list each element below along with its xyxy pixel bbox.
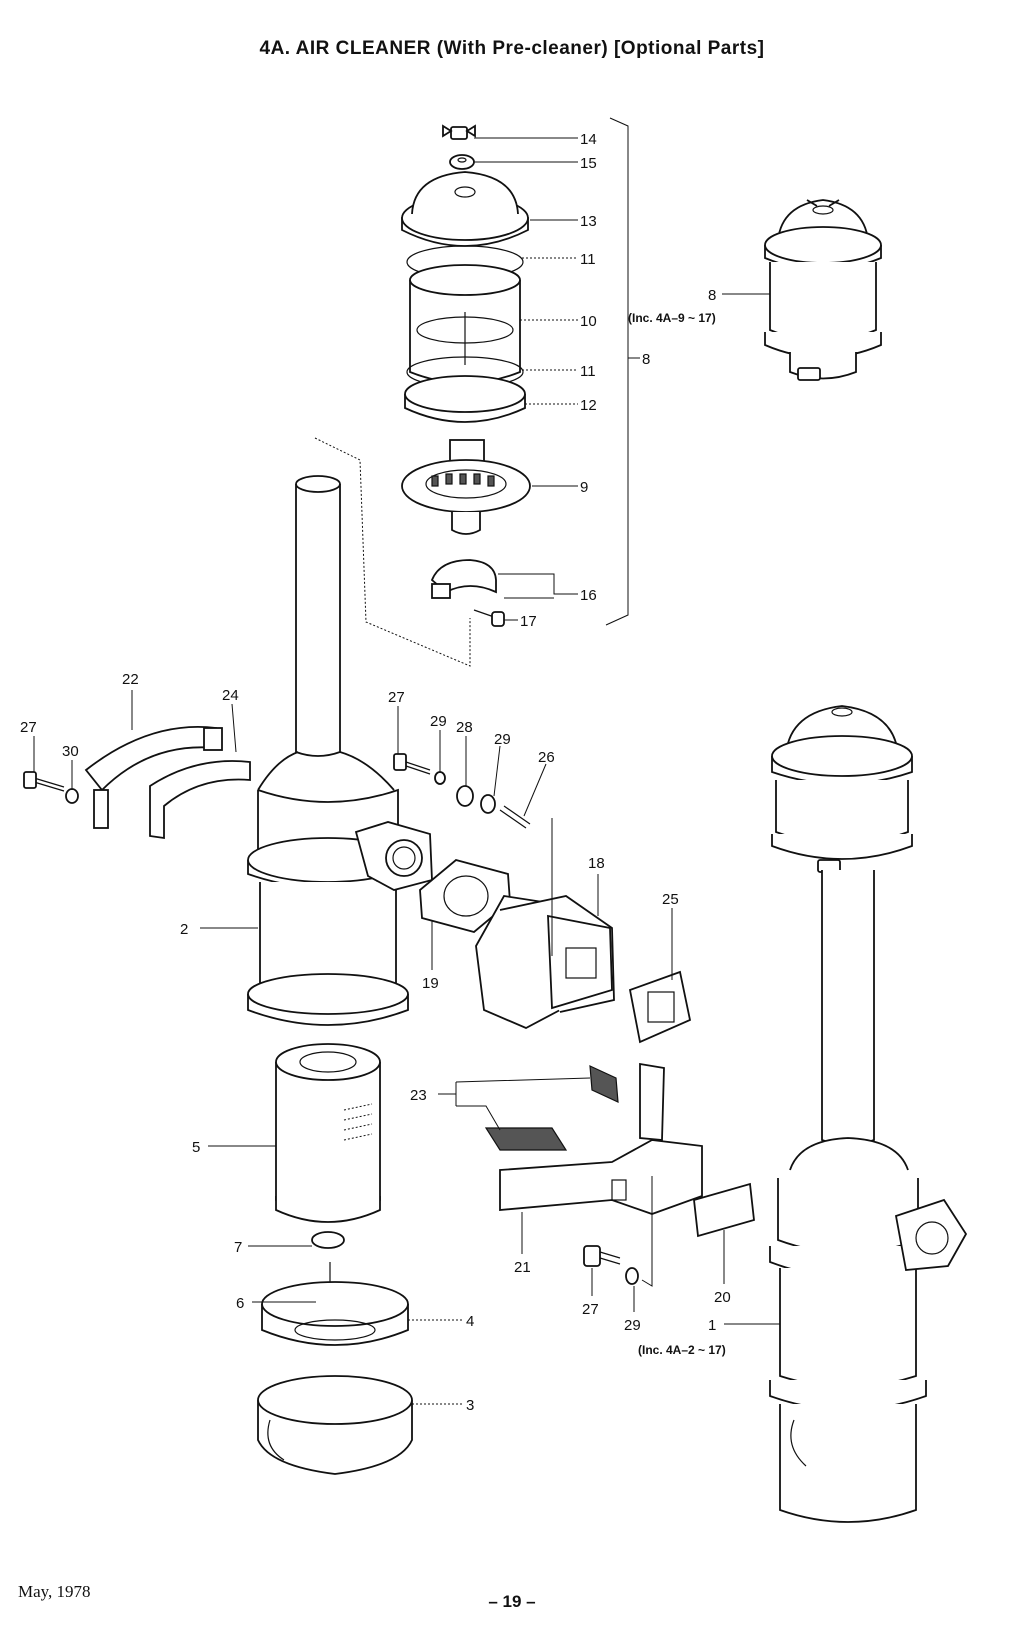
callout-7: 7 (234, 1239, 242, 1256)
part-band-24 (149, 760, 251, 840)
part-bolt-27-top (393, 753, 431, 775)
callout-29-c: 29 (624, 1317, 641, 1334)
part-washer-29-c (625, 1267, 639, 1285)
callout-17: 17 (520, 613, 537, 630)
callout-13: 13 (580, 213, 597, 230)
air-cleaner-assembled (769, 705, 968, 1523)
callout-3: 3 (466, 1397, 474, 1414)
part-washer-29-b (480, 794, 496, 814)
part-plate-20 (693, 1182, 755, 1238)
callout-28: 28 (456, 719, 473, 736)
callout-labels: 14 15 13 11 10 11 12 9 16 17 8 8 (Inc. 4… (20, 131, 731, 1414)
part-pad-23-a (589, 1065, 619, 1103)
callout-6: 6 (236, 1295, 244, 1312)
part-bolt-27-left (23, 771, 65, 792)
part-nut-28 (456, 785, 474, 807)
part-elbow-18 (475, 895, 615, 1029)
callout-30: 30 (62, 743, 79, 760)
callout-26: 26 (538, 749, 555, 766)
part-clamp-16 (430, 559, 497, 599)
part-pad-23-b (484, 1127, 568, 1151)
callout-5: 5 (192, 1139, 200, 1156)
callout-24: 24 (222, 687, 239, 704)
callout-16: 16 (580, 587, 597, 604)
callout-19: 19 (422, 975, 439, 992)
callout-2: 2 (180, 921, 188, 938)
leader-lines (33, 137, 780, 1405)
part-bolt-27-bottom (583, 1245, 621, 1267)
intake-parts (393, 753, 755, 1287)
callout-10: 10 (580, 313, 597, 330)
callout-27-a: 27 (20, 719, 37, 736)
part-stud-26 (499, 805, 531, 829)
callout-21: 21 (514, 1259, 531, 1276)
callout-8-b: 8 (708, 287, 716, 304)
air-cleaner-exploded (247, 437, 471, 1475)
pre-cleaner-exploded (401, 117, 629, 627)
callout-9: 9 (580, 479, 588, 496)
part-wing-nut-14 (442, 124, 476, 140)
note-pre-cleaner: (Inc. 4A–9 ~ 17) (628, 311, 716, 325)
part-lower-cup-3 (257, 1375, 413, 1475)
part-body-2 (247, 751, 433, 1026)
footer-date: May, 1978 (18, 1582, 91, 1601)
part-base-12 (404, 375, 526, 423)
callout-27-b: 27 (388, 689, 405, 706)
part-nut-30 (65, 788, 79, 804)
callout-23: 23 (410, 1087, 427, 1104)
part-gasket-25 (628, 970, 692, 1044)
note-air-cleaner: (Inc. 4A–2 ~ 17) (638, 1343, 726, 1357)
part-cap-13 (401, 171, 529, 247)
callout-20: 20 (714, 1289, 731, 1306)
pre-cleaner-assembled (764, 199, 882, 381)
callout-12: 12 (580, 397, 597, 414)
page-title: 4A. AIR CLEANER (With Pre-cleaner) [Opti… (259, 38, 765, 59)
part-bolt-17 (473, 609, 505, 627)
part-washer-29-a (434, 771, 446, 785)
callout-29-b: 29 (494, 731, 511, 748)
part-cup-4 (261, 1281, 409, 1346)
band-parts (23, 726, 251, 840)
part-fin-plate-9 (401, 439, 531, 535)
callout-18: 18 (588, 855, 605, 872)
bracket-8 (605, 117, 629, 626)
part-bowl-10 (409, 264, 521, 384)
callout-8-a: 8 (642, 351, 650, 368)
callout-11-a: 11 (580, 251, 596, 268)
callout-27-c: 27 (582, 1301, 599, 1318)
callout-22: 22 (122, 671, 139, 688)
callout-1: 1 (708, 1317, 716, 1334)
callout-15: 15 (580, 155, 597, 172)
footer-page-number: – 19 – (488, 1592, 536, 1611)
callout-29-a: 29 (430, 713, 447, 730)
callout-11-b: 11 (580, 363, 596, 380)
callout-4: 4 (466, 1313, 474, 1330)
callout-25: 25 (662, 891, 679, 908)
part-washer-7 (311, 1231, 345, 1249)
callout-14: 14 (580, 131, 597, 148)
part-element-5 (275, 1043, 381, 1223)
